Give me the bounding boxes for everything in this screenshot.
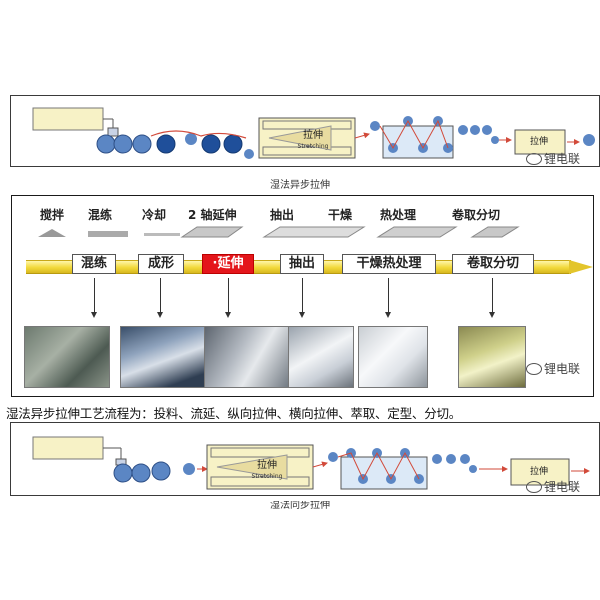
bottom-process-diagram: 拉伸 Stretching 拉伸 <box>10 422 600 496</box>
stretch-label-cn: 拉伸 <box>303 128 323 141</box>
top-step-label: 抽出 <box>270 208 295 222</box>
roller <box>185 133 197 145</box>
stage-box: 成形 <box>138 254 184 274</box>
extruder-box <box>32 436 104 460</box>
roller <box>244 149 254 159</box>
stretch-label-en: Stretching <box>298 143 329 150</box>
roller <box>370 121 380 131</box>
top-step-label: 2 轴延伸 <box>188 208 237 222</box>
roller <box>491 136 499 144</box>
process-flow-panel: 搅拌 混练 冷却 2 轴延伸 抽出 干燥 热处理 卷取分切 混练 成形 ·延伸 … <box>11 195 594 397</box>
box-right-label: 拉伸 <box>530 465 548 477</box>
stage-box-active: ·延伸 <box>202 254 254 274</box>
roller <box>432 454 442 464</box>
watermark-text: 锂电联 <box>544 480 581 494</box>
arrow-down <box>225 278 231 318</box>
transverse-stretch-box <box>514 129 566 155</box>
roller <box>201 134 221 154</box>
equipment-icons <box>38 226 520 238</box>
wechat-icon <box>526 480 542 493</box>
stretch-label-cn: 拉伸 <box>257 458 277 471</box>
roller <box>96 134 116 154</box>
roller <box>151 461 171 481</box>
process-description: 湿法异步拉伸工艺流程为：投料、流延、纵向拉伸、横向拉伸、萃取、定型、分切。 <box>6 406 462 421</box>
top-step-label: 混练 <box>88 208 113 222</box>
photo-mixing-equipment <box>24 326 110 388</box>
top-step-label: 热处理 <box>380 208 417 222</box>
roller <box>223 134 243 154</box>
stage-box: 干燥热处理 <box>342 254 436 274</box>
roller <box>113 134 133 154</box>
roller <box>469 465 477 473</box>
top-step-label: 干燥 <box>328 208 353 222</box>
arrow-down <box>489 278 495 318</box>
top-process-svg: 拉伸 Stretching 拉伸 <box>32 107 595 159</box>
watermark: 锂电联 <box>526 360 580 377</box>
roller <box>132 134 152 154</box>
process-bar-arrow <box>569 260 593 274</box>
roller <box>583 134 595 146</box>
roller <box>113 463 133 483</box>
watermark: 锂电联 <box>526 478 580 495</box>
die-head <box>107 127 119 137</box>
bottom-process-svg: 拉伸 Stretching 拉伸 <box>32 436 590 490</box>
roller <box>328 452 338 462</box>
extruder-box <box>32 107 104 131</box>
stage-box: 卷取分切 <box>452 254 534 274</box>
roller <box>458 125 468 135</box>
photo-stretching-equipment <box>204 326 290 388</box>
top-process-diagram: 拉伸 Stretching 拉伸 <box>10 95 600 167</box>
roller <box>446 454 456 464</box>
watermark: 锂电联 <box>526 150 580 167</box>
stage-box: 抽出 <box>280 254 324 274</box>
roller <box>131 463 151 483</box>
top-step-label: 卷取分切 <box>452 208 501 222</box>
roller <box>460 454 470 464</box>
top-caption: 湿法异步拉伸 <box>270 180 330 191</box>
photo-film-extraction <box>288 326 354 388</box>
setting-box <box>510 458 570 486</box>
watermark-text: 锂电联 <box>544 152 581 166</box>
photo-casting-equipment <box>120 326 206 388</box>
roller <box>482 125 492 135</box>
photo-film-drying <box>358 326 428 388</box>
extraction-bath <box>340 456 428 490</box>
photo-winding-slitting <box>458 326 526 388</box>
wechat-icon <box>526 152 542 165</box>
top-step-label: 搅拌 <box>40 208 65 222</box>
roller <box>183 463 195 475</box>
wechat-icon <box>526 362 542 375</box>
stretch-label-en: Stretching <box>252 473 283 480</box>
bottom-caption: 湿法同步拉伸 <box>270 501 330 509</box>
stage-box: 混练 <box>72 254 116 274</box>
watermark-text: 锂电联 <box>544 362 581 376</box>
top-step-label: 冷却 <box>142 208 167 222</box>
roller <box>156 134 176 154</box>
arrow-down <box>385 278 391 318</box>
arrow-down <box>91 278 97 318</box>
box-right-label: 拉伸 <box>530 135 548 147</box>
arrow-down <box>299 278 305 318</box>
arrow-down <box>157 278 163 318</box>
roller <box>470 125 480 135</box>
extraction-bath <box>382 125 454 159</box>
